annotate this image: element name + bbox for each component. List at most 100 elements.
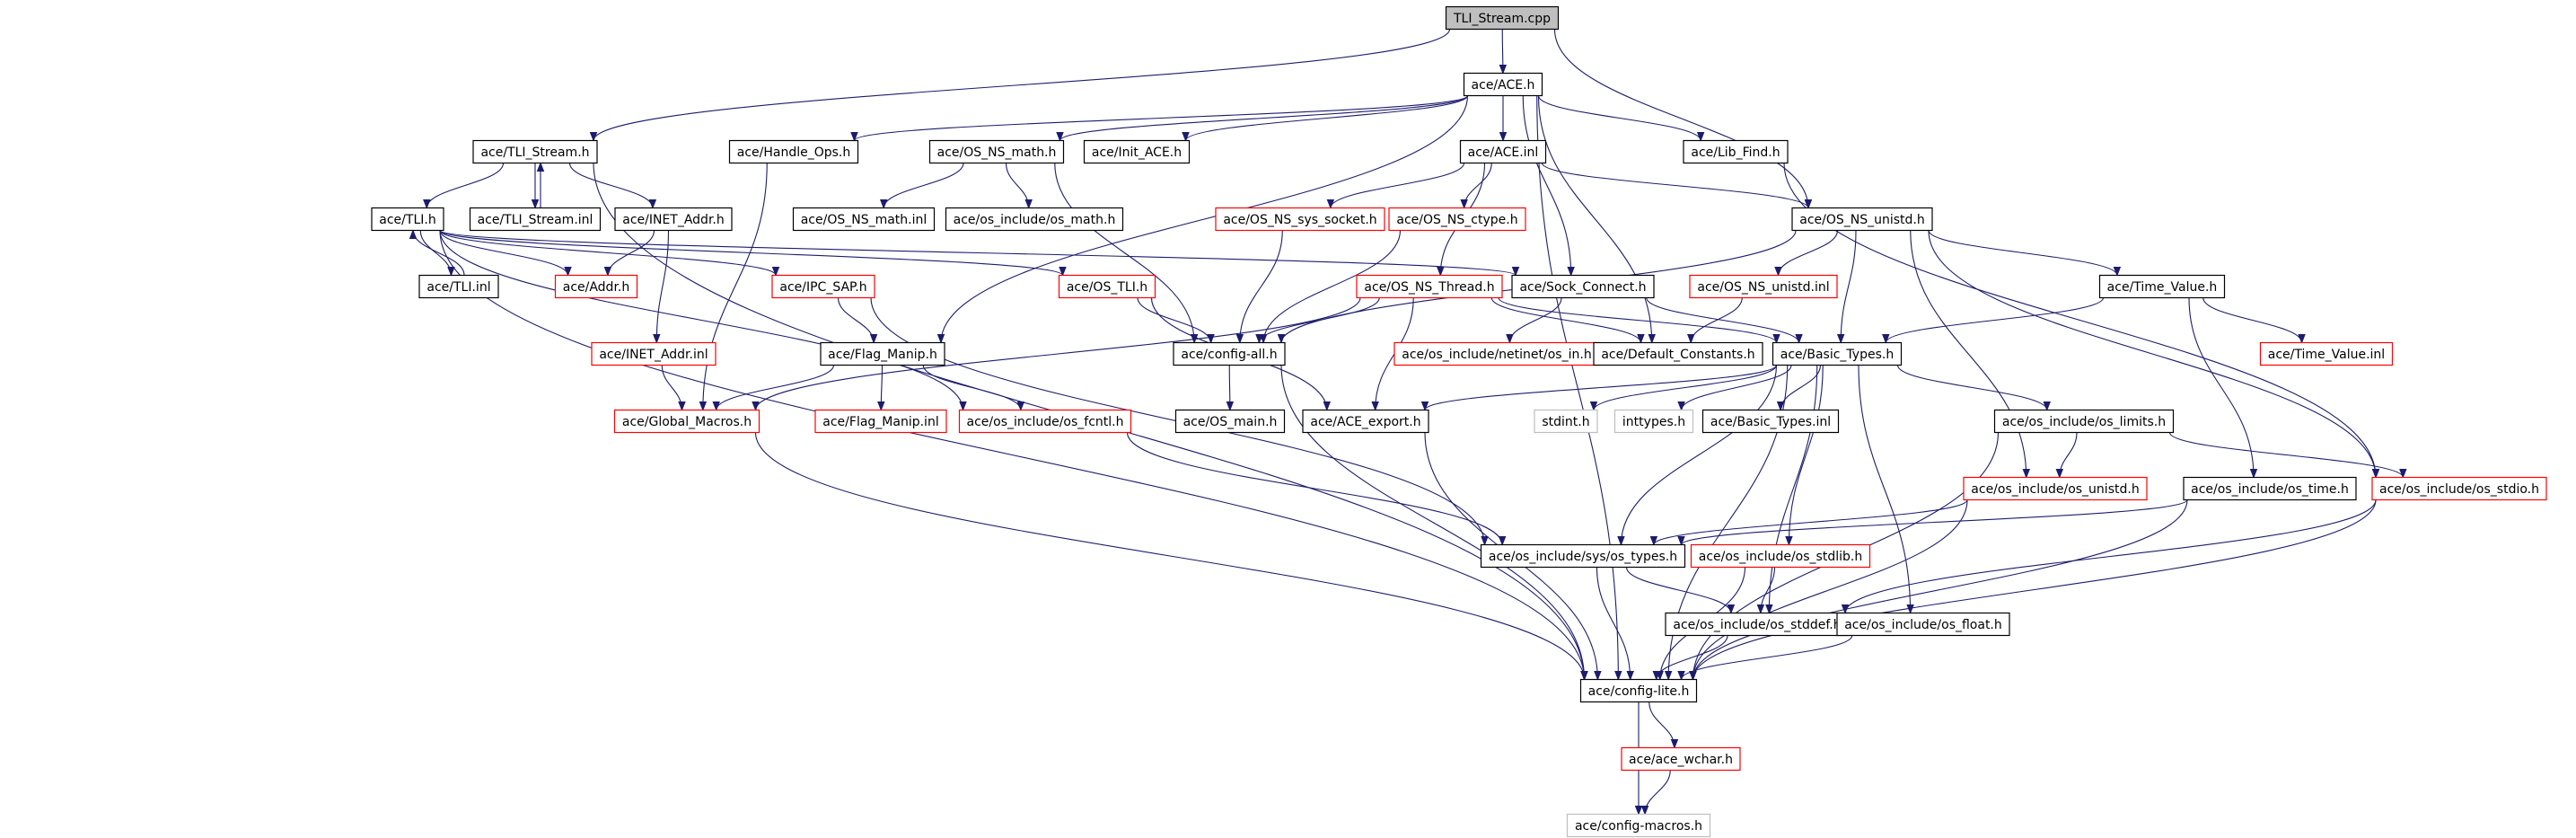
- node-config-lite-h[interactable]: ace/config-lite.h: [1579, 678, 1698, 703]
- node-os-ns-unistd-inl[interactable]: ace/OS_NS_unistd.inl: [1689, 274, 1838, 299]
- edge-tli_h-to-config_lite_h: [439, 230, 1586, 680]
- node-basic-types-h[interactable]: ace/Basic_Types.h: [1772, 341, 1903, 366]
- node-tli-h[interactable]: ace/TLI.h: [371, 207, 444, 232]
- edge-os_include_os_time_h-to-os_include_sys_os_types_h: [1680, 499, 2188, 545]
- arrowhead-os_ns_unistd_h-to-basic_types_h: [1836, 334, 1845, 344]
- node-ace-h[interactable]: ace/ACE.h: [1463, 72, 1543, 97]
- arrowhead-flag_manip_h-to-os_include_os_fcntl_h: [1016, 401, 1025, 411]
- node-os-include-os-time-h[interactable]: ace/os_include/os_time.h: [2183, 476, 2357, 501]
- edge-tli_h-to-addr_h: [439, 230, 569, 276]
- node-ace-wchar-h[interactable]: ace/ace_wchar.h: [1621, 746, 1741, 772]
- node-os-include-os-stdlib-h[interactable]: ace/os_include/os_stdlib.h: [1690, 543, 1871, 569]
- node-os-ns-unistd-h[interactable]: ace/OS_NS_unistd.h: [1791, 207, 1933, 232]
- arrowhead-time_value_h-to-time_value_inl: [2298, 334, 2306, 344]
- arrowhead-tli_h-to-sock_connect_h: [1511, 267, 1520, 277]
- node-time-value-h[interactable]: ace/Time_Value.h: [2098, 274, 2226, 299]
- node-box: [613, 409, 760, 434]
- node-addr-h[interactable]: ace/Addr.h: [554, 274, 638, 299]
- arrowhead-os_ns_thread_h-to-default_constants_h: [1637, 334, 1645, 344]
- node-os-main-h[interactable]: ace/OS_main.h: [1174, 409, 1286, 434]
- arrowhead-os_ns_math_h-to-os_include_os_math_h: [1024, 199, 1033, 209]
- node-inet-addr-h[interactable]: ace/INET_Addr.h: [614, 207, 733, 232]
- arrowhead-os_ns_thread_h-to-ace_export_h: [1371, 401, 1379, 411]
- node-box: [1215, 207, 1385, 232]
- node-default-constants-h[interactable]: ace/Default_Constants.h: [1593, 341, 1763, 366]
- edge-sock_connect_h-to-basic_types_h: [1646, 297, 1800, 343]
- node-os-ns-math-h[interactable]: ace/OS_NS_math.h: [928, 139, 1065, 164]
- arrowhead-tli_stream_h-to-tli_stream_inl: [531, 199, 540, 209]
- node-box: [792, 207, 936, 232]
- edge-basic_types_h-to-os_include_os_limits_h: [1896, 365, 2048, 410]
- node-os-include-os-float-h[interactable]: ace/os_include/os_float.h: [1836, 612, 2010, 637]
- arrowhead-time_value_h-to-os_include_os_time_h: [2249, 469, 2258, 479]
- node-basic-types-inl[interactable]: ace/Basic_Types.inl: [1701, 409, 1840, 434]
- node-label: ace/os_include/os_limits.h: [2002, 415, 2166, 429]
- node-tli-stream-h[interactable]: ace/TLI_Stream.h: [472, 139, 598, 164]
- node-os-ns-math-inl[interactable]: ace/OS_NS_math.inl: [792, 207, 936, 232]
- node-os-ns-ctype-h[interactable]: ace/OS_NS_ctype.h: [1388, 207, 1526, 232]
- node-config-macros-h[interactable]: ace/config-macros.h: [1566, 813, 1711, 838]
- node-label: ace/INET_Addr.inl: [599, 348, 708, 362]
- node-os-include-netinet-os-in-h[interactable]: ace/os_include/netinet/os_in.h: [1394, 341, 1600, 366]
- arrowhead-os_include_os_stdio_h-to-os_include_os_stddef_h: [1841, 604, 1850, 614]
- edge-os_include_os_unistd_h-to-config_lite_h: [1692, 499, 1968, 680]
- node-lib-find-h[interactable]: ace/Lib_Find.h: [1683, 139, 1789, 164]
- node-label: ace/os_include/os_stdlib.h: [1699, 550, 1862, 564]
- arrowhead-tli_inl-to-tli_h: [409, 229, 418, 239]
- arrowhead-ace_h-to-config_lite_h: [1614, 671, 1622, 681]
- node-label: ace/os_include/sys/os_types.h: [1489, 550, 1677, 564]
- arrowhead-os_ns_unistd_h-to-os_include_os_stdio_h: [2371, 469, 2380, 479]
- node-sock-connect-h[interactable]: ace/Sock_Connect.h: [1511, 274, 1655, 299]
- node-label: ace/TLI.h: [379, 213, 435, 227]
- node-os-include-os-unistd-h[interactable]: ace/os_include/os_unistd.h: [1963, 476, 2148, 501]
- node-os-ns-sys-socket-h[interactable]: ace/OS_NS_sys_socket.h: [1215, 207, 1385, 232]
- arrowhead-flag_manip_h-to-global_macros_h: [712, 401, 720, 411]
- node-global-macros-h[interactable]: ace/Global_Macros.h: [613, 409, 760, 434]
- node-box: [469, 207, 602, 232]
- arrowhead-basic_types_h-to-inttypes_h: [1677, 401, 1685, 411]
- node-os-include-sys-os-types-h[interactable]: ace/os_include/sys/os_types.h: [1480, 543, 1686, 569]
- node-init-ace-h[interactable]: ace/Init_ACE.h: [1083, 139, 1191, 164]
- node-tli-inl[interactable]: ace/TLI.inl: [418, 274, 499, 299]
- node-os-tli-h[interactable]: ace/OS_TLI.h: [1058, 274, 1156, 299]
- node-os-include-os-stddef-h[interactable]: ace/os_include/os_stddef.h: [1665, 612, 1850, 637]
- node-label: ace/os_include/os_fcntl.h: [967, 415, 1124, 429]
- node-tli-stream-cpp[interactable]: TLI_Stream.cpp: [1445, 5, 1560, 31]
- node-os-include-os-limits-h[interactable]: ace/os_include/os_limits.h: [1993, 409, 2175, 434]
- node-box: [1613, 409, 1694, 434]
- node-config-all-h[interactable]: ace/config-all.h: [1173, 341, 1286, 366]
- node-label: ace/TLI_Stream.inl: [478, 213, 593, 227]
- node-box: [1772, 341, 1903, 366]
- node-os-include-os-fcntl-h[interactable]: ace/os_include/os_fcntl.h: [958, 409, 1132, 434]
- edge-ace_h-to-default_constants_h: [1537, 95, 1653, 343]
- node-box: [472, 139, 598, 164]
- arrowhead-os_ns_sys_socket_h-to-config_all_h: [1235, 334, 1244, 344]
- node-inet-addr-inl[interactable]: ace/INET_Addr.inl: [591, 341, 717, 366]
- edge-os_ns_thread_h-to-config_all_h: [1258, 297, 1380, 343]
- node-os-ns-thread-h[interactable]: ace/OS_NS_Thread.h: [1356, 274, 1503, 299]
- node-flag-manip-h[interactable]: ace/Flag_Manip.h: [820, 341, 945, 366]
- node-inttypes-h[interactable]: inttypes.h: [1613, 409, 1694, 434]
- node-box: [1689, 274, 1838, 299]
- node-label: ace/OS_main.h: [1183, 415, 1278, 429]
- arrowhead-basic_types_h-to-os_include_os_float_h: [1906, 604, 1914, 614]
- node-tli-stream-inl[interactable]: ace/TLI_Stream.inl: [469, 207, 602, 232]
- node-time-value-inl[interactable]: ace/Time_Value.inl: [2259, 341, 2394, 366]
- node-box: [1993, 409, 2175, 434]
- node-box: [1836, 612, 2010, 637]
- node-label: ace/Init_ACE.h: [1092, 146, 1182, 160]
- node-handle-ops-h[interactable]: ace/Handle_Ops.h: [728, 139, 859, 164]
- arrowhead-os_tli_h-to-ace_export_h: [1323, 401, 1332, 411]
- edge-os_ns_math_h-to-os_ns_math_inl: [883, 163, 964, 208]
- node-os-include-os-stdio-h[interactable]: ace/os_include/os_stdio.h: [2371, 476, 2547, 501]
- node-ipc-sap-h[interactable]: ace/IPC_SAP.h: [771, 274, 875, 299]
- node-flag-manip-inl[interactable]: ace/Flag_Manip.inl: [814, 409, 947, 434]
- node-stdint-h[interactable]: stdint.h: [1534, 409, 1598, 434]
- node-ace-export-h[interactable]: ace/ACE_export.h: [1302, 409, 1429, 434]
- node-box: [418, 274, 499, 299]
- node-os-include-os-math-h[interactable]: ace/os_include/os_math.h: [945, 207, 1124, 232]
- node-label: ace/OS_NS_Thread.h: [1364, 280, 1494, 295]
- edge-ace_inl-to-os_ns_sys_socket_h: [1330, 163, 1465, 208]
- node-ace-inl[interactable]: ace/ACE.inl: [1459, 139, 1547, 164]
